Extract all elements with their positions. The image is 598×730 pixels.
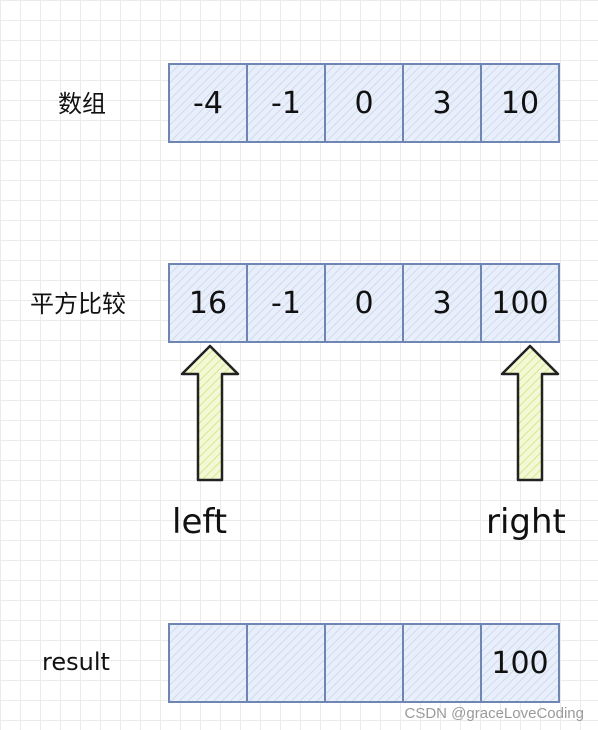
squares-cell: 0 bbox=[324, 263, 404, 343]
result-row: 100 bbox=[168, 623, 560, 703]
result-cell bbox=[168, 623, 248, 703]
row-label-squares: 平方比较 bbox=[30, 290, 126, 318]
result-cell bbox=[324, 623, 404, 703]
array-cell: -4 bbox=[168, 63, 248, 143]
watermark: CSDN @graceLoveCoding bbox=[404, 705, 584, 722]
right-pointer-label: right bbox=[486, 502, 566, 542]
result-cell bbox=[246, 623, 326, 703]
left-pointer-arrow-icon bbox=[180, 344, 240, 482]
result-cell bbox=[402, 623, 482, 703]
left-pointer-label: left bbox=[172, 502, 228, 542]
row-label-array: 数组 bbox=[58, 90, 106, 118]
array-row: -4 -1 0 3 10 bbox=[168, 63, 560, 143]
array-cell: 10 bbox=[480, 63, 560, 143]
right-pointer-arrow-icon bbox=[500, 344, 560, 482]
row-label-result: result bbox=[42, 648, 110, 676]
array-cell: 3 bbox=[402, 63, 482, 143]
squares-cell: 16 bbox=[168, 263, 248, 343]
squares-cell: -1 bbox=[246, 263, 326, 343]
squares-cell: 3 bbox=[402, 263, 482, 343]
array-cell: 0 bbox=[324, 63, 404, 143]
array-cell: -1 bbox=[246, 63, 326, 143]
result-cell: 100 bbox=[480, 623, 560, 703]
squares-cell: 100 bbox=[480, 263, 560, 343]
squares-row: 16 -1 0 3 100 bbox=[168, 263, 560, 343]
